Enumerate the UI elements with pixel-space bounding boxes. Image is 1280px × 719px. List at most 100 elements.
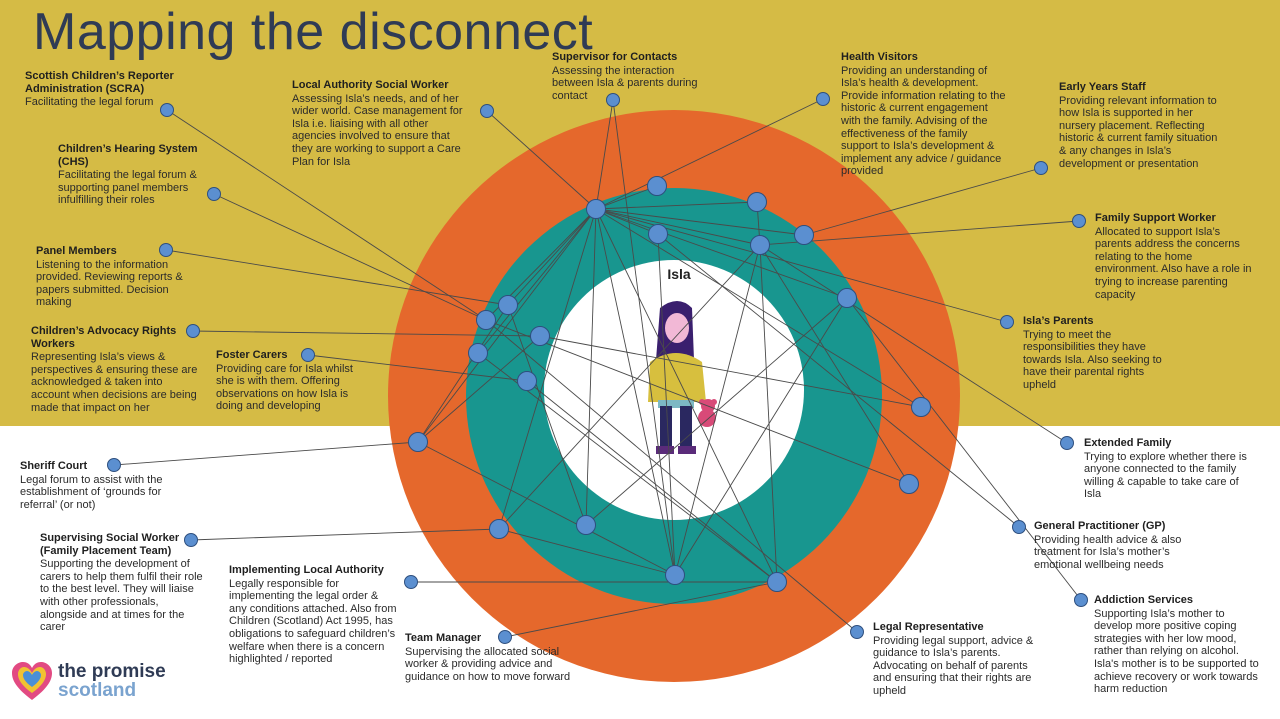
ring-node [750,235,770,255]
ring-node [489,519,509,539]
role-heading: Sheriff Court [20,460,88,472]
connection-line [595,208,805,236]
role-heading: Health Visitors [841,51,918,63]
role-implementing-la: Implementing Local Authority Legally res… [229,564,397,666]
connection-line [759,244,1068,444]
role-description: Providing legal support, advice & guidan… [873,634,1034,697]
connection-line [759,220,1080,246]
role-description: Supporting the development of carers to … [40,558,203,634]
role-heading: Early Years Staff [1059,81,1146,93]
connection-line [498,244,761,530]
role-description: Legally responsible for implementing the… [229,577,397,666]
role-node [498,630,512,644]
connection-line [803,167,1042,236]
role-panel-members: Panel Members Listening to the informati… [36,245,202,309]
ring-node [408,432,428,452]
connection-line [507,208,597,306]
role-node [1074,593,1088,607]
promise-logo-text: the promise scotland [58,662,166,700]
role-node [1072,214,1086,228]
role-islas-parents: Isla’s Parents Trying to meet the respon… [1023,315,1171,392]
role-heading: Children’s Hearing System (CHS) [58,143,198,168]
role-description: Providing care for Isla whilst she is wi… [216,362,353,413]
ring-node [767,572,787,592]
role-node [301,348,315,362]
connection-line [417,304,509,443]
ring-node [647,176,667,196]
role-gp: General Practitioner (GP) Providing heal… [1034,520,1199,571]
role-node [207,187,221,201]
connection-line [595,208,778,583]
ring-node [468,343,488,363]
role-node [850,625,864,639]
logo-line-1: the promise [58,661,166,682]
role-description: Supporting Isla’s mother to develop more… [1094,607,1259,696]
role-node [184,533,198,547]
connection-line [595,99,614,210]
role-early-years: Early Years Staff Providing relevant inf… [1059,81,1227,170]
role-description: Trying to explore whether there is anyon… [1084,450,1247,501]
role-node [1012,520,1026,534]
connection-line [192,330,541,337]
role-description: Assessing the interaction between Isla &… [552,64,698,102]
role-heading: Isla’s Parents [1023,315,1094,327]
role-sheriff-court: Sheriff Court Legal forum to assist with… [20,460,180,511]
role-node [107,458,121,472]
ring-node [665,565,685,585]
role-heading: Children’s Advocacy Rights Workers [31,325,177,350]
connection-line [846,297,1082,601]
role-description: Trying to meet the responsibilities they… [1023,328,1162,391]
ring-node [837,288,857,308]
role-legal-representative: Legal Representative Providing legal sup… [873,621,1041,698]
ring-node [576,515,596,535]
role-description: Providing health advice & also treatment… [1034,533,1182,571]
role-heading: Local Authority Social Worker [292,79,449,91]
connection-line [595,208,761,246]
role-node [186,324,200,338]
role-node [404,575,418,589]
connection-line [485,319,910,485]
role-node [480,104,494,118]
logo-line-2: scotland [58,680,137,701]
connection-line [759,244,778,583]
ring-node [648,224,668,244]
connection-line [585,297,848,526]
connection-line [595,98,824,210]
role-supervising-social-worker: Supervising Social Worker (Family Placem… [40,532,208,634]
connection-line [595,208,848,299]
role-node [159,243,173,257]
role-advocacy: Children’s Advocacy Rights Workers Repre… [31,325,199,414]
role-heading: Supervising Social Worker (Family Placem… [40,532,180,557]
role-heading: Family Support Worker [1095,212,1216,224]
role-chs: Children’s Hearing System (CHS) Facilita… [58,143,208,207]
connection-line [539,335,922,408]
connection-line [498,208,597,530]
ring-node [517,371,537,391]
center-label: Isla [667,266,691,282]
role-team-manager: Team Manager Supervising the allocated s… [405,632,571,683]
role-node [816,92,830,106]
role-description: Representing Isla’s views & perspectives… [31,351,198,414]
connection-nodes [107,92,1088,644]
ring-node [476,310,496,330]
role-scra: Scottish Children’s Reporter Administrat… [25,70,215,109]
connection-line [113,441,419,466]
connection-line [674,297,848,576]
role-heading: Legal Representative [873,621,984,633]
ring-node [899,474,919,494]
ring-node [586,199,606,219]
connection-line [759,244,910,485]
role-heading: Foster Carers [216,349,288,361]
role-foster-carers: Foster Carers Providing care for Isla wh… [216,349,368,413]
role-heading: Addiction Services [1094,594,1194,606]
role-description: Legal forum to assist with the establish… [20,473,163,511]
connection-line [213,193,487,321]
role-node [606,93,620,107]
role-la-social-worker: Local Authority Social Worker Assessing … [292,79,464,168]
connection-line [595,208,676,576]
connection-line [657,233,676,576]
ring-node [911,397,931,417]
connection-line [595,185,658,210]
connection-line [526,380,778,583]
connection-line [477,352,778,583]
